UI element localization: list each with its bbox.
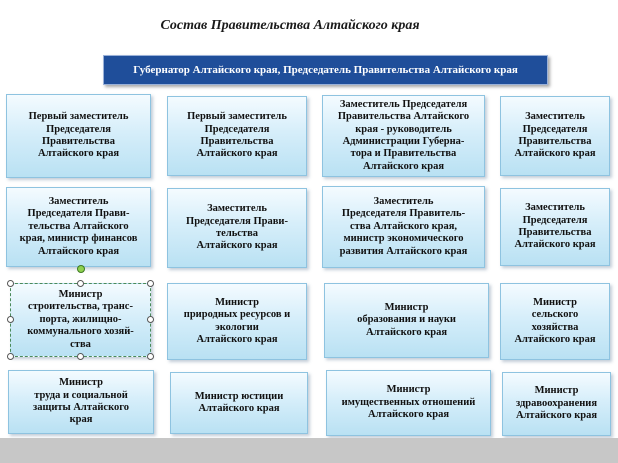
box-minister-labor[interactable]: Министр труда и социальной защиты Алтайс… bbox=[8, 370, 154, 434]
box-deputy-1[interactable]: Заместитель Председателя Правительства А… bbox=[500, 96, 610, 176]
box-minister-health[interactable]: Министр здравоохранения Алтайского края bbox=[502, 372, 611, 436]
resize-handle-top[interactable] bbox=[77, 280, 84, 287]
box-label: Министр сельского хозяйства Алтайского к… bbox=[514, 296, 596, 345]
box-label: Заместитель Председателя Прави- тельства… bbox=[19, 196, 138, 257]
box-label: Первый заместитель Председателя Правител… bbox=[187, 111, 287, 160]
box-deputy-finance[interactable]: Заместитель Председателя Прави- тельства… bbox=[6, 187, 151, 267]
box-minister-construction[interactable]: Министр строительства, транс- порта, жил… bbox=[10, 283, 151, 357]
box-label: Заместитель Председателя Прави- тельства… bbox=[186, 203, 288, 252]
box-label: Министр строительства, транс- порта, жил… bbox=[27, 289, 134, 350]
box-minister-agriculture[interactable]: Министр сельского хозяйства Алтайского к… bbox=[500, 283, 610, 360]
box-label: Министр здравоохранения Алтайского края bbox=[515, 385, 598, 422]
box-minister-property[interactable]: Министр имущественных отношений Алтайско… bbox=[326, 370, 491, 436]
box-first-deputy-2[interactable]: Первый заместитель Председателя Правител… bbox=[167, 96, 307, 176]
resize-handle-bottom-right[interactable] bbox=[147, 353, 154, 360]
box-deputy-economy[interactable]: Заместитель Председателя Правитель- ства… bbox=[322, 186, 485, 268]
box-label: Министр природных ресурсов и экологии Ал… bbox=[183, 296, 291, 345]
box-first-deputy-1[interactable]: Первый заместитель Председателя Правител… bbox=[6, 94, 151, 178]
chart-title: Состав Правительства Алтайского края bbox=[160, 18, 420, 33]
governor-label: Губернатор Алтайского края, Председатель… bbox=[133, 64, 518, 76]
box-label: Заместитель Председателя Правительства А… bbox=[337, 98, 470, 172]
box-label: Первый заместитель Председателя Правител… bbox=[28, 111, 129, 160]
box-minister-education[interactable]: Министр образования и науки Алтайского к… bbox=[324, 283, 489, 358]
resize-handle-bottom[interactable] bbox=[77, 353, 84, 360]
box-label: Заместитель Председателя Правительства А… bbox=[514, 111, 596, 160]
resize-handle-right[interactable] bbox=[147, 316, 154, 323]
box-label: Заместитель Председателя Правительства А… bbox=[514, 202, 596, 251]
box-label: Министр образования и науки Алтайского к… bbox=[357, 301, 456, 338]
box-label: Министр юстиции Алтайского края bbox=[194, 390, 284, 414]
box-minister-justice[interactable]: Министр юстиции Алтайского края bbox=[170, 372, 308, 434]
box-label: Министр имущественных отношений Алтайско… bbox=[341, 384, 476, 421]
box-minister-natural-resources[interactable]: Министр природных ресурсов и экологии Ал… bbox=[167, 283, 307, 360]
resize-handle-left[interactable] bbox=[7, 316, 14, 323]
resize-handle-top-left[interactable] bbox=[7, 280, 14, 287]
resize-handle-top-right[interactable] bbox=[147, 280, 154, 287]
box-deputy-2[interactable]: Заместитель Председателя Прави- тельства… bbox=[167, 188, 307, 268]
box-label: Заместитель Председателя Правитель- ства… bbox=[339, 196, 468, 257]
box-deputy-3[interactable]: Заместитель Председателя Правительства А… bbox=[500, 188, 610, 266]
box-label: Министр труда и социальной защиты Алтайс… bbox=[32, 377, 129, 426]
slide-footer-bar bbox=[0, 438, 618, 463]
resize-handle-bottom-left[interactable] bbox=[7, 353, 14, 360]
box-deputy-head-administration[interactable]: Заместитель Председателя Правительства А… bbox=[322, 95, 485, 177]
rotate-handle[interactable] bbox=[77, 265, 85, 273]
governor-box[interactable]: Губернатор Алтайского края, Председатель… bbox=[103, 55, 548, 85]
